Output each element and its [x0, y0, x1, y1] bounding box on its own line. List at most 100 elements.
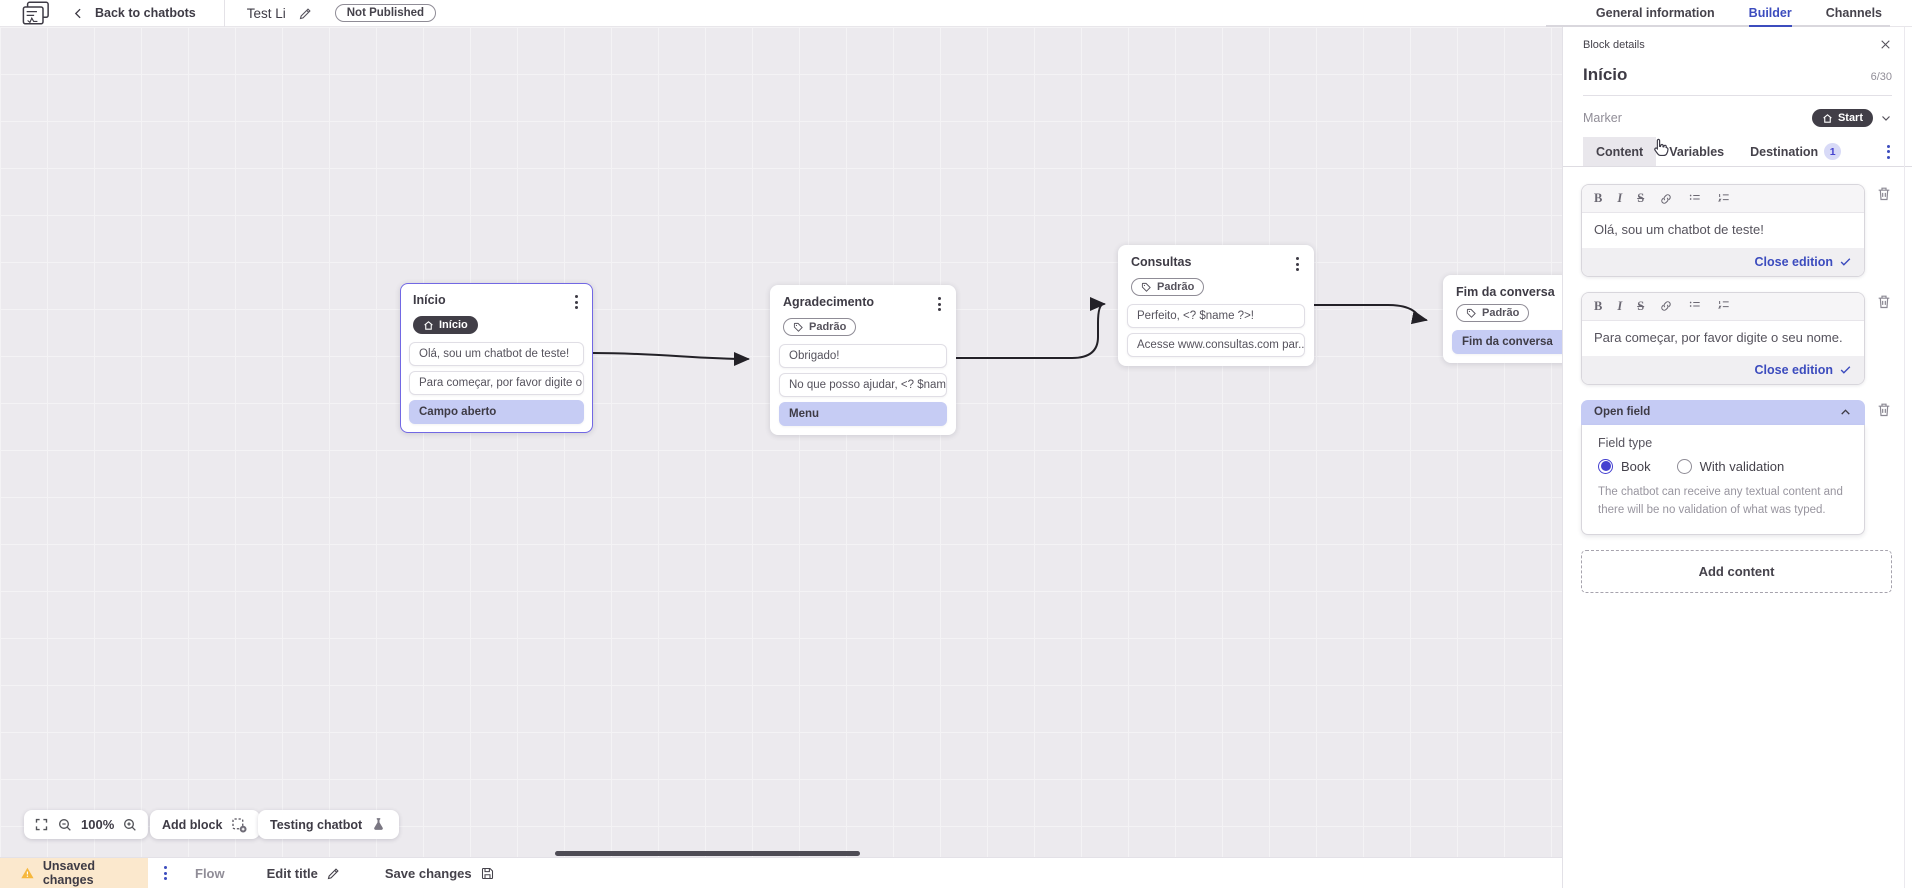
bold-icon[interactable]: B [1594, 191, 1603, 205]
trash-icon [1878, 187, 1890, 201]
tabs-underline [1546, 25, 1890, 27]
tab-destination[interactable]: Destination 1 [1737, 137, 1854, 166]
app-logo [22, 1, 50, 26]
editor-text[interactable]: Para começar, por favor digite o seu nom… [1582, 320, 1864, 356]
add-block-label: Add block [162, 817, 223, 832]
block-menu-button[interactable] [936, 295, 943, 313]
unsaved-changes-indicator: Unsaved changes [0, 858, 148, 888]
statusbar-menu-button[interactable] [162, 864, 169, 882]
horizontal-scrollbar[interactable] [555, 851, 860, 856]
block-content-row-end[interactable]: Fim da conversa [1452, 330, 1562, 354]
block-content-row[interactable]: Para começar, por favor digite o ... [409, 371, 584, 395]
connection-wires [592, 297, 1428, 366]
block-content-row-menu[interactable]: Menu [779, 402, 947, 426]
zoom-out-icon [59, 818, 71, 831]
fullscreen-icon [35, 818, 48, 831]
block-name-input[interactable]: Início [1583, 65, 1628, 84]
text-editor: B I S Para começar, por favor di [1581, 291, 1865, 385]
block-menu-button[interactable] [573, 293, 580, 311]
fullscreen-button[interactable] [34, 817, 49, 832]
wire-inicio-agradecimento [592, 351, 750, 366]
bullet-list-icon[interactable] [1688, 192, 1702, 206]
flow-block-agradecimento[interactable]: Agradecimento Padrão Obrigado! No que po… [770, 285, 956, 435]
text-editor: B I S Olá, sou um chatbot de tes [1581, 184, 1865, 277]
zoom-in-button[interactable] [122, 817, 138, 833]
tab-content[interactable]: Content [1583, 137, 1657, 166]
tab-general-information[interactable]: General information [1595, 5, 1715, 20]
save-changes-button[interactable]: Save changes [385, 866, 495, 881]
link-icon[interactable] [1659, 299, 1673, 313]
chevron-down-icon [1882, 116, 1890, 121]
italic-icon[interactable]: I [1617, 298, 1623, 313]
ordered-list-icon[interactable] [1717, 299, 1731, 313]
close-panel-button[interactable] [1879, 38, 1892, 51]
trash-icon [1878, 295, 1890, 308]
chatbot-title[interactable]: Test Li [246, 5, 286, 21]
block-menu-button[interactable] [1294, 255, 1301, 273]
delete-content-button[interactable] [1876, 293, 1892, 310]
field-type-help-text: The chatbot can receive any textual cont… [1598, 485, 1843, 516]
check-icon [1840, 258, 1851, 267]
testing-chatbot-button[interactable]: Testing chatbot [258, 810, 400, 839]
radio-book-control[interactable] [1598, 458, 1613, 474]
top-navigation-tabs: General information Builder Channels [1596, 0, 1882, 27]
edit-title-button[interactable]: Edit title [267, 866, 341, 881]
close-edition-button[interactable]: Close edition [1755, 363, 1852, 377]
flow-canvas[interactable]: Início Início Olá, sou um chatbot de tes… [0, 27, 1562, 857]
bullet-list-icon[interactable] [1688, 299, 1702, 313]
block-content-row[interactable]: Acesse www.consultas.com par... [1127, 333, 1305, 357]
close-edition-button[interactable]: Close edition [1755, 255, 1852, 269]
edit-chatbot-title-button[interactable] [298, 6, 313, 21]
flow-block-fim-da-conversa[interactable]: Fim da conversa Padrão Fim da conversa [1443, 275, 1562, 363]
wire-consultas-fim [1313, 304, 1428, 325]
block-content-row[interactable]: No que posso ajudar, <? $name ... [779, 373, 947, 397]
flow-view-button[interactable]: Flow [195, 865, 225, 881]
open-field-header[interactable]: Open field [1581, 399, 1865, 425]
marker-select[interactable]: Start [1811, 109, 1892, 127]
flask-icon [374, 818, 383, 830]
strikethrough-icon[interactable]: S [1637, 298, 1645, 313]
block-content-row[interactable]: Obrigado! [779, 344, 947, 368]
tab-variables[interactable]: Variables [1669, 144, 1725, 159]
flow-block-inicio[interactable]: Início Início Olá, sou um chatbot de tes… [400, 283, 593, 433]
block-header: Agradecimento [771, 286, 955, 316]
delete-open-field-button[interactable] [1876, 401, 1892, 418]
edit-title-label: Edit title [266, 865, 318, 881]
block-details-panel: Block details Início 6/30 Marker Start C… [1562, 27, 1912, 888]
home-icon [1823, 113, 1832, 123]
zoom-out-button[interactable] [57, 817, 73, 833]
zoom-controls: 100% [24, 810, 149, 839]
editor-toolbar: B I S [1582, 292, 1864, 321]
link-icon[interactable] [1659, 192, 1673, 206]
add-block-button[interactable]: Add block [150, 810, 261, 839]
zoom-in-icon [124, 818, 137, 831]
block-content-row[interactable]: Perfeito, <? $name ?>! [1127, 304, 1305, 328]
pencil-icon [327, 867, 339, 879]
bold-icon[interactable]: B [1594, 298, 1603, 313]
tab-builder[interactable]: Builder [1748, 0, 1792, 27]
chevron-up-icon [1841, 409, 1850, 415]
home-icon [424, 320, 433, 330]
ordered-list-icon[interactable] [1717, 192, 1731, 206]
back-label: Back to chatbots [95, 6, 196, 20]
radio-with-validation[interactable]: With validation [1676, 458, 1784, 474]
warning-icon [21, 867, 34, 879]
tab-channels[interactable]: Channels [1825, 5, 1882, 20]
start-marker-badge: Início [413, 316, 478, 334]
strikethrough-icon[interactable]: S [1637, 191, 1645, 205]
open-field-title: Open field [1594, 406, 1651, 419]
back-to-chatbots-button[interactable]: Back to chatbots [72, 6, 196, 20]
italic-icon[interactable]: I [1617, 191, 1623, 205]
radio-book[interactable]: Book [1598, 458, 1651, 474]
delete-content-button[interactable] [1876, 185, 1892, 202]
block-content-row-open-field[interactable]: Campo aberto [409, 400, 584, 424]
panel-menu-button[interactable] [1885, 143, 1892, 161]
block-header: Início [401, 284, 592, 314]
block-content-row[interactable]: Olá, sou um chatbot de teste! [409, 342, 584, 366]
save-icon [481, 867, 493, 879]
flow-block-consultas[interactable]: Consultas Padrão Perfeito, <? $name ?>! … [1118, 245, 1314, 366]
block-title: Agradecimento [783, 295, 874, 309]
editor-text[interactable]: Olá, sou um chatbot de teste! [1582, 213, 1864, 248]
add-content-button[interactable]: Add content [1581, 550, 1892, 594]
radio-with-validation-control[interactable] [1676, 458, 1692, 474]
